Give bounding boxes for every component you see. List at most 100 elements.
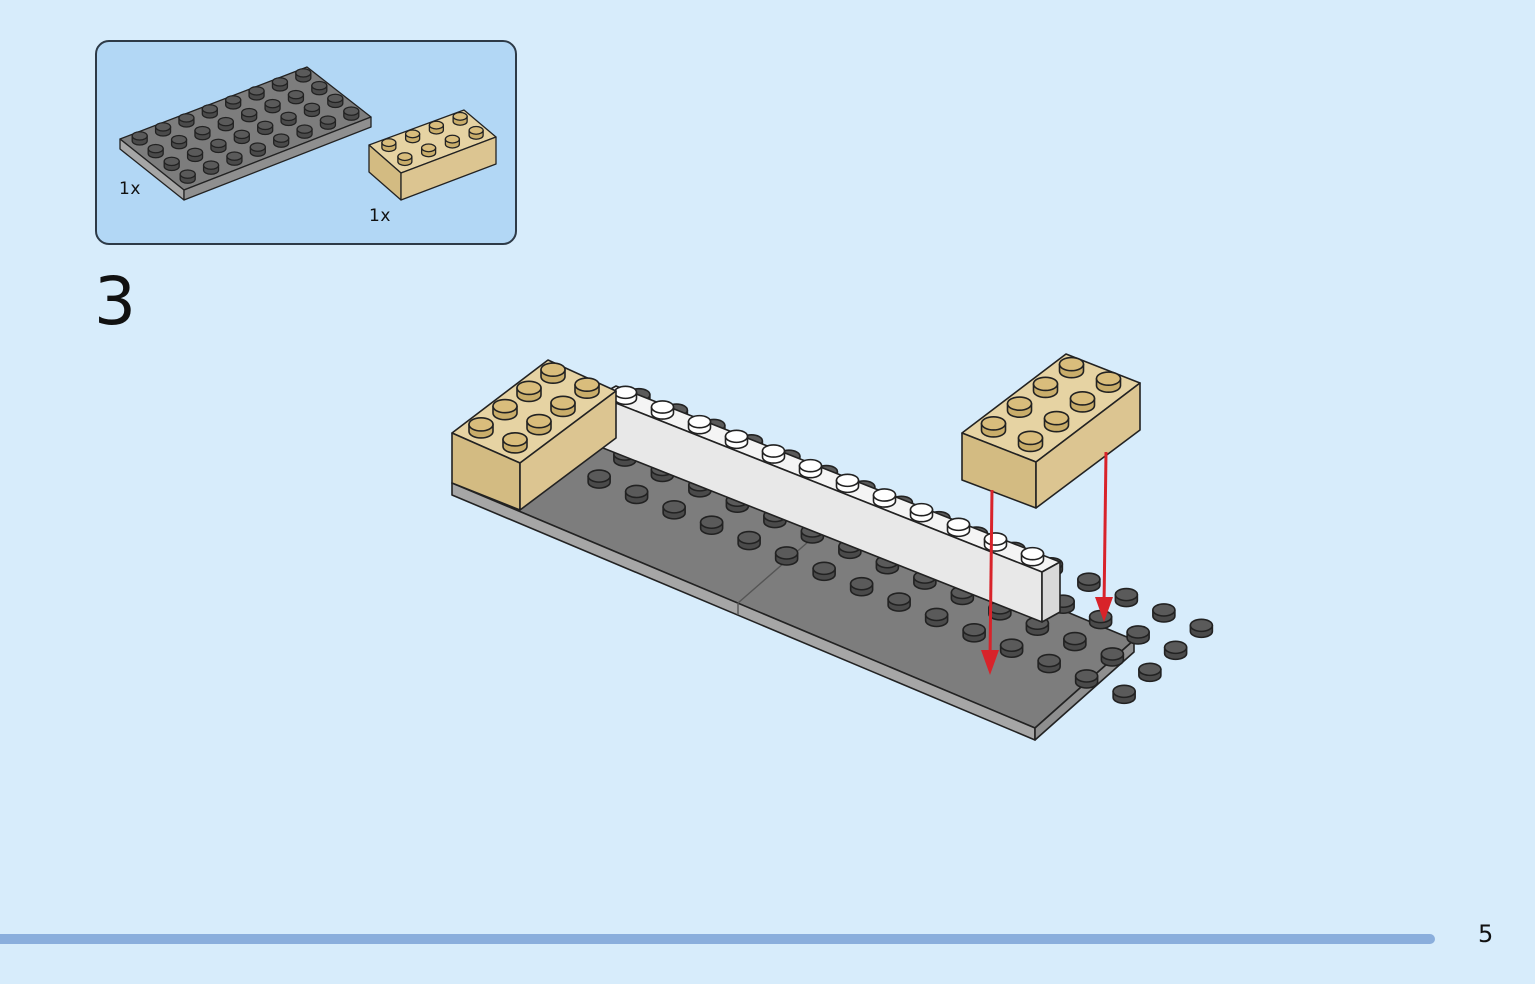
stud-top [303, 102, 321, 113]
stud-top [761, 444, 786, 458]
stud-top [225, 95, 242, 105]
stud-top [248, 86, 265, 96]
stud-top [280, 111, 297, 122]
stud-top [311, 80, 328, 91]
stud-top [131, 131, 148, 141]
stud-top [1077, 572, 1101, 587]
stud-top [1069, 390, 1096, 406]
stud-top [999, 638, 1024, 653]
stud-top [835, 473, 860, 488]
stud-top [1189, 618, 1214, 633]
stud-top [526, 413, 552, 429]
stud-top [550, 395, 576, 411]
stud-top [624, 484, 649, 499]
stud-top [574, 377, 600, 393]
stud-top [1074, 669, 1099, 683]
stud-top [420, 143, 437, 153]
parts-list-panel: 1x 1x [95, 40, 517, 245]
part-tan-brick [368, 109, 497, 201]
stud-top [178, 113, 195, 123]
stud-top [980, 415, 1007, 431]
stud-top [650, 400, 675, 414]
stud-top [217, 116, 234, 127]
stud-top [154, 122, 172, 132]
stud-top [774, 546, 799, 560]
stud-top [179, 169, 196, 179]
stud-top [271, 77, 289, 87]
page-progress-bar [0, 934, 1435, 944]
stud-top [1020, 546, 1045, 561]
stud-top [492, 398, 518, 414]
stud-top [1006, 396, 1033, 412]
stud-top [516, 380, 542, 396]
stud-top [1138, 662, 1162, 677]
stud-top [233, 129, 250, 140]
stud-top [249, 142, 266, 152]
parts-illustration [119, 66, 497, 201]
stud-top [798, 458, 823, 473]
stud-top [1126, 625, 1150, 639]
stud-top [163, 156, 180, 167]
stud-top [737, 530, 761, 545]
stud-top [502, 431, 528, 447]
stud-top [1152, 603, 1176, 617]
stud-top [1112, 684, 1136, 699]
stud-top [201, 104, 218, 114]
stud-top [724, 429, 749, 444]
stud-top [909, 502, 934, 517]
stud-top [397, 152, 413, 162]
stud-top [468, 125, 484, 135]
stud-top [194, 125, 211, 136]
page-number: 5 [1478, 920, 1494, 948]
stud-top [687, 414, 712, 429]
stud-top [983, 532, 1008, 546]
stud-top [296, 124, 313, 134]
stud-top [662, 499, 686, 514]
stud-top [1037, 653, 1061, 668]
stud-top [241, 107, 258, 118]
stud-top [812, 561, 836, 576]
stud-top [849, 576, 874, 591]
placement-arrows [981, 451, 1113, 675]
stud-top [287, 89, 305, 100]
stud-top [226, 151, 243, 161]
step-number: 3 [94, 263, 136, 340]
stud-top [319, 115, 337, 125]
part-quantity-brick: 1x [369, 206, 391, 226]
stud-top [428, 120, 445, 130]
stud-top [699, 515, 724, 530]
stud-top [887, 592, 911, 606]
stud-top [1163, 640, 1188, 655]
part-gray-plate [119, 66, 372, 201]
stud-top [444, 134, 461, 144]
stud-top [1114, 587, 1139, 602]
stud-top [404, 129, 421, 139]
stud-top [327, 93, 344, 104]
stud-top [452, 111, 468, 121]
stud-top [202, 160, 220, 170]
stud-top [1100, 647, 1125, 661]
stud-top [872, 488, 897, 502]
stud-top [257, 120, 274, 131]
stud-top [210, 138, 227, 149]
stud-top [946, 517, 971, 532]
stud-top [613, 385, 638, 400]
stud-top [540, 362, 566, 378]
stud-top [186, 147, 204, 158]
stud-top [170, 134, 188, 145]
stud-top [147, 143, 164, 154]
stud-top [273, 133, 290, 143]
stud-top [343, 106, 360, 116]
stud-top [468, 416, 494, 432]
stud-top [587, 469, 611, 483]
stud-top [295, 68, 312, 78]
stud-top [1095, 371, 1122, 387]
stud-top [962, 622, 986, 637]
tan-brick-placing [961, 353, 1141, 509]
stud-top [1043, 410, 1070, 426]
stud-top [264, 98, 281, 109]
tan-corner-brick [451, 359, 617, 511]
stud-top [1063, 631, 1087, 646]
stud-top [924, 607, 949, 622]
